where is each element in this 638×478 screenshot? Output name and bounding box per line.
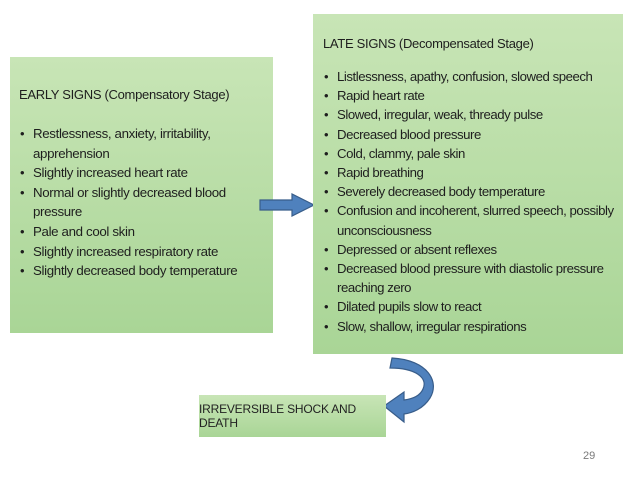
bullet-icon: • bbox=[324, 203, 329, 219]
late-sign-item: • Listlessness, apathy, confusion, slowed… bbox=[323, 67, 617, 86]
early-sign-text: Normal or slightly decreased blood press… bbox=[33, 184, 226, 220]
bullet-icon: • bbox=[324, 126, 329, 142]
late-sign-item: • Decreased blood pressure bbox=[323, 125, 617, 144]
early-sign-item: • Slightly increased heart rate bbox=[19, 163, 265, 183]
late-sign-text: Severely decreased body temperature bbox=[337, 184, 545, 200]
bullet-icon: • bbox=[20, 243, 25, 259]
late-sign-item: • Decreased blood pressure with diastolic… bbox=[323, 259, 617, 297]
page-number: 29 bbox=[583, 450, 596, 462]
late-sign-item: • Depressed or absent reflexes bbox=[323, 240, 617, 259]
bullet-icon: • bbox=[324, 88, 329, 104]
late-sign-text: Rapid heart rate bbox=[337, 88, 425, 104]
bullet-icon: • bbox=[20, 184, 25, 200]
early-sign-text: Slightly decreased body temperature bbox=[33, 263, 238, 279]
late-sign-text: Rapid breathing bbox=[337, 165, 424, 181]
late-sign-item: • Dilated pupils slow to react bbox=[323, 297, 617, 316]
early-sign-item: • Pale and cool skin bbox=[19, 222, 265, 242]
late-sign-item: • Slowed, irregular, weak, thready pulse bbox=[323, 105, 617, 124]
late-sign-text: Dilated pupils slow to react bbox=[337, 299, 482, 315]
bullet-icon: • bbox=[20, 126, 25, 141]
late-sign-text: Slow, shallow, irregular respirations bbox=[337, 318, 527, 334]
late-sign-item: • Cold, clammy, pale skin bbox=[323, 144, 617, 163]
curved-arrow-icon bbox=[382, 357, 434, 424]
late-sign-item: • Rapid breathing bbox=[323, 163, 617, 182]
late-sign-text: Slowed, irregular, weak, thready pulse bbox=[337, 107, 543, 123]
bullet-icon: • bbox=[324, 145, 329, 161]
bullet-icon: • bbox=[324, 107, 329, 123]
bullet-icon: • bbox=[20, 165, 25, 181]
early-signs-title: EARLY SIGNS (Compensatory Stage) bbox=[19, 87, 230, 102]
late-sign-text: Listlessness, apathy, confusion, slowed … bbox=[337, 69, 593, 84]
bullet-icon: • bbox=[324, 184, 329, 200]
right-arrow-icon bbox=[259, 193, 316, 217]
early-sign-text: Restlessness, anxiety, irritability, app… bbox=[33, 126, 211, 161]
early-signs-list: • Restlessness, anxiety, irritability, ap… bbox=[19, 124, 265, 281]
irreversible-shock-label: IRREVERSIBLE SHOCK AND DEATH bbox=[199, 402, 356, 430]
bullet-icon: • bbox=[324, 299, 329, 315]
late-sign-item: • Severely decreased body temperature bbox=[323, 182, 617, 201]
early-signs-box: EARLY SIGNS (Compensatory Stage) • Restle… bbox=[10, 57, 273, 333]
early-sign-text: Pale and cool skin bbox=[33, 223, 135, 239]
late-sign-text: Depressed or absent reflexes bbox=[337, 241, 497, 257]
early-sign-item: • Normal or slightly decreased blood pres… bbox=[19, 183, 265, 222]
bullet-icon: • bbox=[324, 69, 329, 84]
late-sign-text: Confusion and incoherent, slurred speech… bbox=[337, 203, 614, 238]
bullet-icon: • bbox=[20, 223, 25, 239]
irreversible-shock-box: IRREVERSIBLE SHOCK AND DEATH bbox=[199, 395, 386, 437]
late-sign-text: Decreased blood pressure with diastolic … bbox=[337, 261, 604, 296]
late-sign-item: • Slow, shallow, irregular respirations bbox=[323, 317, 617, 336]
late-sign-text: Decreased blood pressure bbox=[337, 126, 481, 142]
bullet-icon: • bbox=[324, 165, 329, 181]
bullet-icon: • bbox=[324, 241, 329, 257]
early-sign-item: • Slightly increased respiratory rate bbox=[19, 242, 265, 262]
bullet-icon: • bbox=[20, 263, 25, 279]
late-signs-list: • Listlessness, apathy, confusion, slowed… bbox=[323, 67, 617, 336]
bullet-icon: • bbox=[324, 261, 329, 277]
early-sign-item: • Slightly decreased body temperature bbox=[19, 261, 265, 281]
early-sign-text: Slightly increased heart rate bbox=[33, 165, 188, 181]
late-sign-text: Cold, clammy, pale skin bbox=[337, 145, 465, 161]
late-signs-title: LATE SIGNS (Decompensated Stage) bbox=[323, 36, 534, 51]
early-sign-item: • Restlessness, anxiety, irritability, ap… bbox=[19, 124, 265, 163]
late-sign-item: • Rapid heart rate bbox=[323, 86, 617, 105]
bullet-icon: • bbox=[324, 318, 329, 334]
late-signs-box: LATE SIGNS (Decompensated Stage) • Listle… bbox=[313, 14, 623, 354]
early-sign-text: Slightly increased respiratory rate bbox=[33, 243, 219, 259]
late-sign-item: • Confusion and incoherent, slurred speec… bbox=[323, 201, 617, 239]
